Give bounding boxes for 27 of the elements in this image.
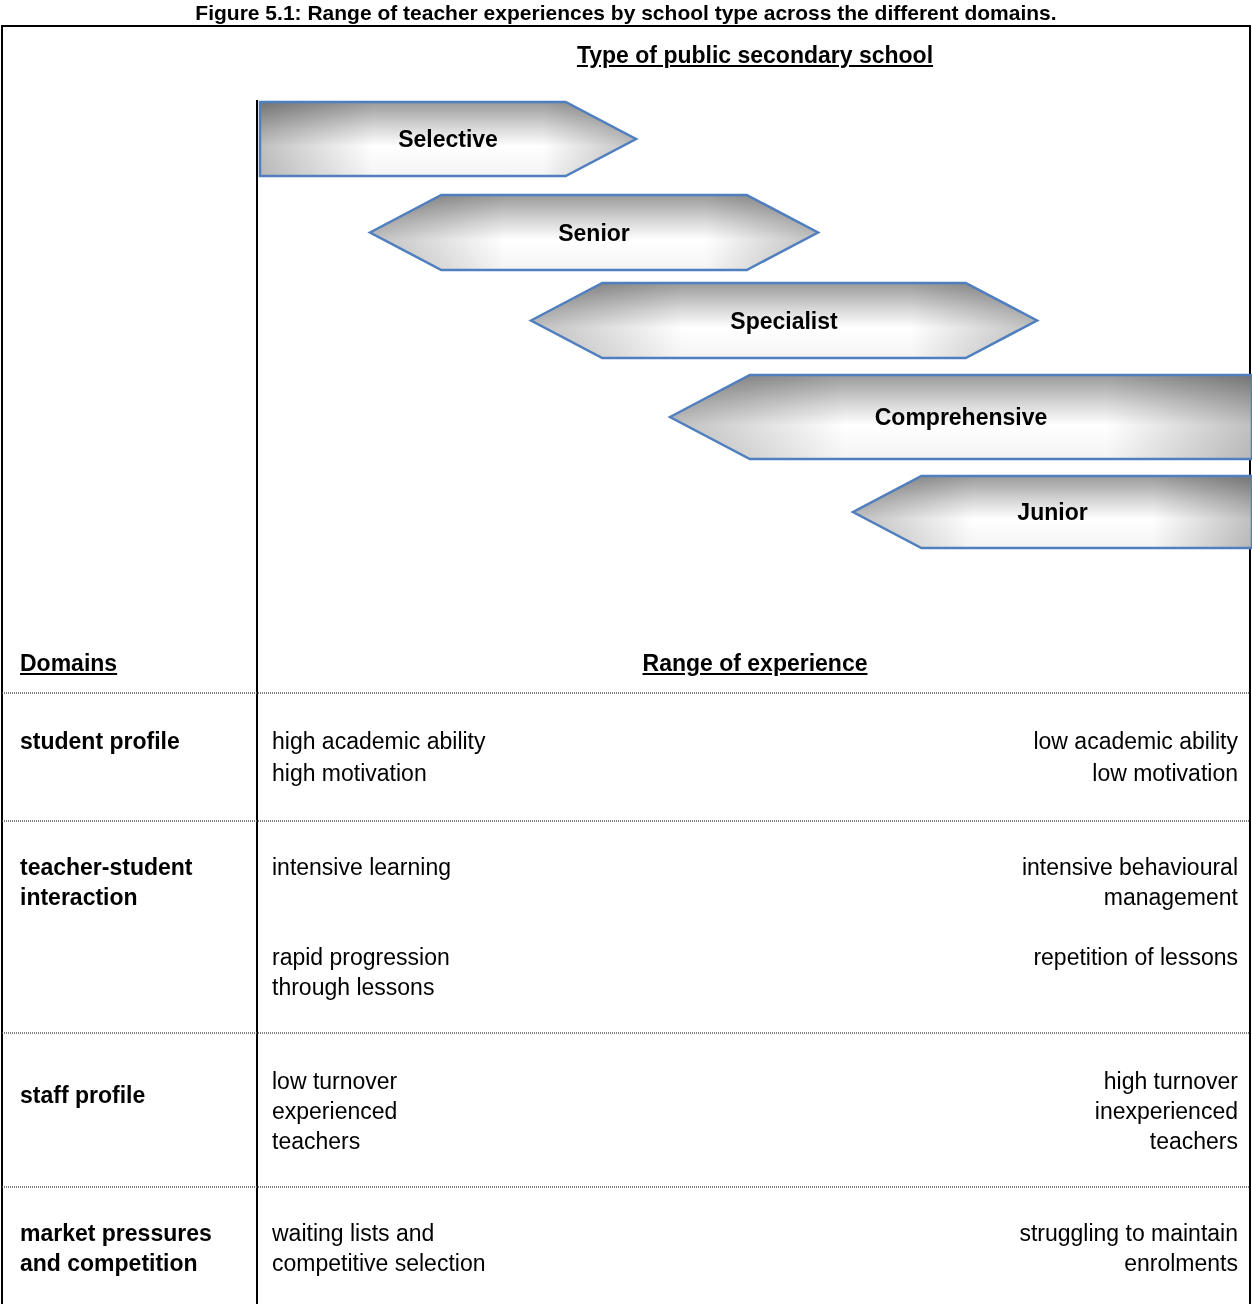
domain-name: staff profile bbox=[20, 1082, 146, 1108]
experience-text: struggling to maintain enrolments bbox=[1019, 1220, 1238, 1276]
school-type-label: Senior bbox=[557, 219, 631, 246]
experience-text: experienced teachers bbox=[272, 1098, 398, 1154]
experience-text: low academic ability bbox=[1033, 728, 1238, 754]
experience-text: intensive learning bbox=[272, 854, 451, 880]
experience-text: high academic ability bbox=[272, 728, 486, 754]
experience-text: low motivation bbox=[1092, 760, 1238, 786]
column-heading: Type of public secondary school bbox=[576, 42, 934, 68]
school-type-label: Specialist bbox=[729, 307, 839, 334]
domain-name: teacher-student interaction bbox=[20, 854, 193, 910]
column-heading: Range of experience bbox=[642, 650, 868, 676]
experience-text: waiting lists and competitive selection bbox=[272, 1220, 486, 1276]
experience-text: high turnover bbox=[1103, 1068, 1238, 1094]
school-type-label: Selective bbox=[397, 125, 499, 153]
experience-text: high motivation bbox=[272, 760, 427, 786]
domain-name: market pressures and competition bbox=[20, 1220, 212, 1276]
domain-name: student profile bbox=[20, 728, 180, 754]
experience-text: low turnover bbox=[272, 1068, 398, 1094]
school-type-label: Junior bbox=[1016, 498, 1089, 526]
experience-text: rapid progression through lessons bbox=[272, 944, 450, 1000]
school-type-label: Comprehensive bbox=[873, 403, 1049, 431]
figure-title: Figure 5.1: Range of teacher experiences by school type across the different domains. bbox=[195, 1, 1057, 24]
experience-text: inexperienced teachers bbox=[1094, 1098, 1238, 1154]
experience-text: intensive behavioural management bbox=[1021, 854, 1238, 910]
experience-text: repetition of lessons bbox=[1033, 944, 1238, 970]
column-heading: Domains bbox=[20, 650, 118, 676]
